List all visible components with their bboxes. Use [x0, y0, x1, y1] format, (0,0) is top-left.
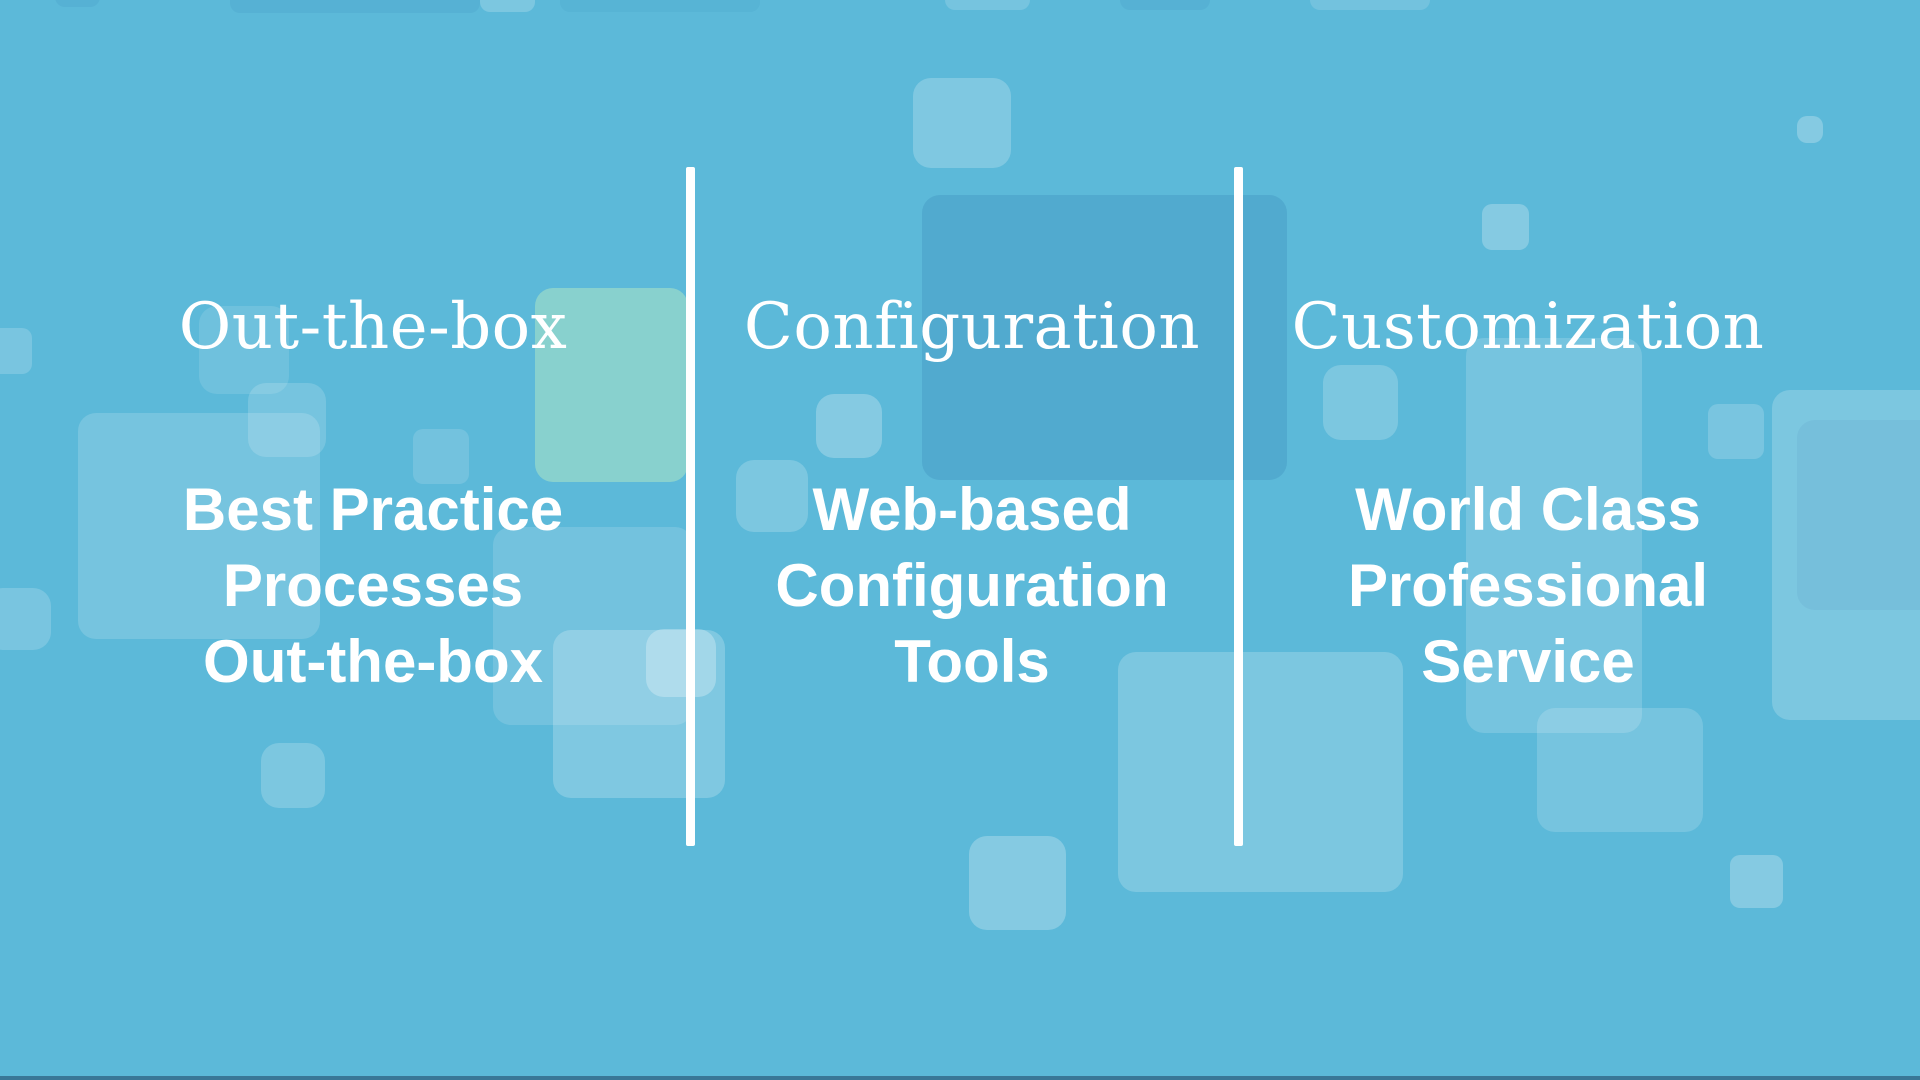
column-heading: Out-the-box [178, 290, 568, 364]
bg-square [913, 78, 1011, 168]
column-heading: Configuration [743, 290, 1201, 364]
bg-square [1730, 855, 1783, 908]
bg-square [248, 383, 326, 457]
body-line: Processes [222, 552, 524, 619]
bg-square [1772, 390, 1920, 720]
bg-square [0, 328, 32, 374]
bg-square [480, 0, 535, 12]
column-body: World Class Professional Service [1248, 472, 1808, 700]
body-line: Configuration [775, 552, 1169, 619]
column-body: Best Practice Processes Out-the-box [93, 472, 653, 700]
bg-square [199, 306, 289, 394]
bg-square [969, 836, 1066, 930]
bg-square [1310, 0, 1430, 10]
bg-square [413, 429, 469, 484]
column-out-the-box: Out-the-box Best Practice Processes Out-… [93, 291, 653, 700]
column-divider-2 [1234, 167, 1243, 846]
column-configuration: Configuration Web-based Configuration To… [692, 291, 1252, 700]
column-heading: Customization [1291, 290, 1765, 364]
bg-square [553, 630, 725, 798]
bg-square [0, 588, 51, 650]
bg-square [1797, 420, 1920, 610]
bg-square [560, 0, 760, 12]
bg-square [945, 0, 1030, 10]
column-divider-1 [686, 167, 695, 846]
bg-square [55, 0, 100, 7]
body-line: Service [1421, 628, 1635, 695]
bg-square [230, 0, 480, 13]
bg-square [736, 460, 808, 532]
body-line: World Class [1355, 476, 1701, 543]
bg-square [922, 195, 1287, 480]
body-line: Out-the-box [203, 628, 543, 695]
column-body: Web-based Configuration Tools [692, 472, 1252, 700]
bg-square [646, 629, 716, 697]
bg-square [261, 743, 325, 808]
bg-square [1466, 338, 1642, 733]
bg-square [493, 527, 693, 725]
body-line: Professional [1347, 552, 1709, 619]
bg-square [1120, 0, 1210, 10]
bottom-edge-line [0, 1076, 1920, 1080]
body-line: Best Practice [182, 476, 564, 543]
bg-square [535, 288, 688, 482]
bg-square [1323, 365, 1398, 440]
column-customization: Customization World Class Professional S… [1248, 291, 1808, 700]
bg-square [1537, 708, 1703, 832]
bg-square [78, 413, 320, 639]
body-line: Web-based [812, 476, 1132, 543]
bg-square [1482, 204, 1529, 250]
bg-square [1797, 116, 1823, 143]
bg-square [1118, 652, 1403, 892]
body-line: Tools [894, 628, 1050, 695]
bg-square [816, 394, 882, 458]
bg-square [1708, 404, 1764, 459]
